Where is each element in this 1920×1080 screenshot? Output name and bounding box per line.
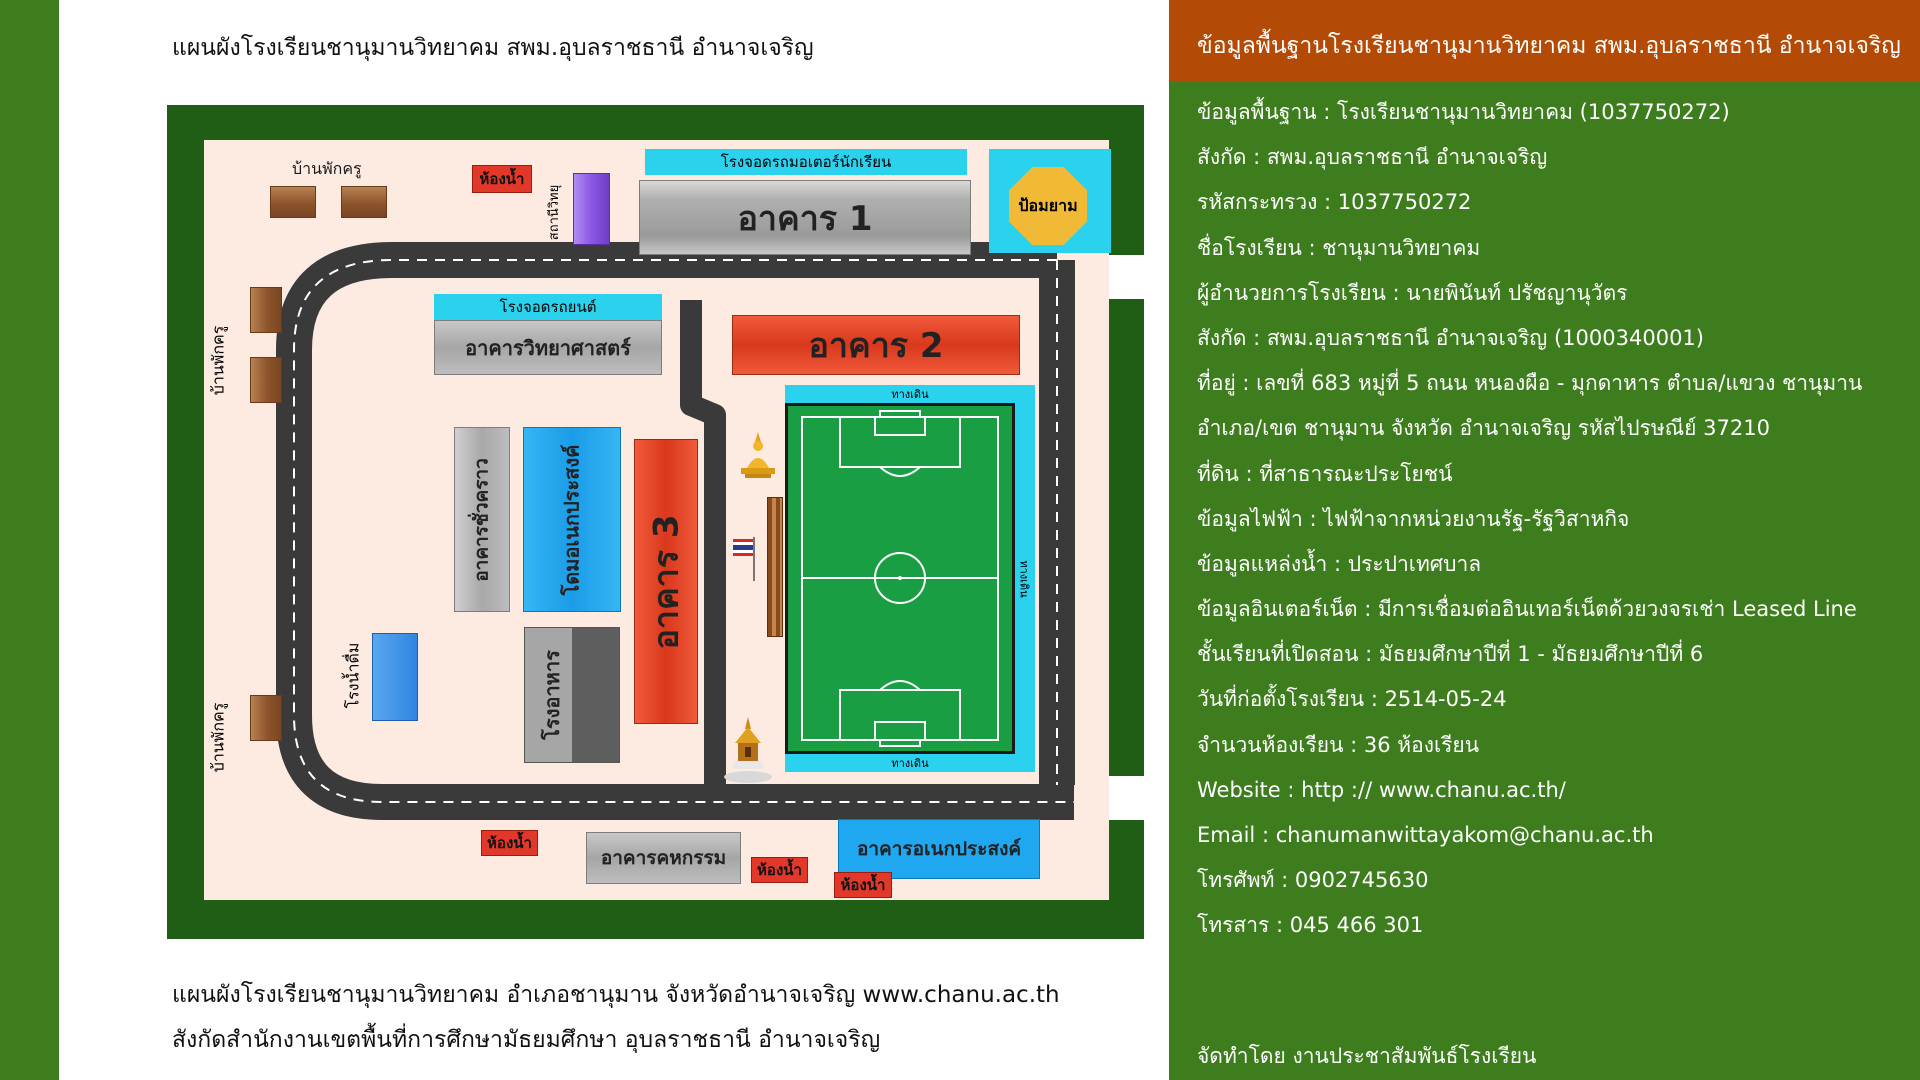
map-caption-line-1: แผนผังโรงเรียนชานุมานวิทยาคม อำเภอชานุมา… [172,982,1060,1008]
info-internet: ข้อมูลอินเตอร์เน็ต : มีการเชื่อมต่ออินเท… [1197,597,1857,622]
radio-station [573,173,610,245]
teacher-house [341,186,387,218]
guard-post: ป้อมยาม [1009,167,1087,245]
school-map: บ้านพักครู บ้านพักครู บ้านพักครู ห้องน้ำ… [167,105,1144,939]
info-classes: ชั้นเรียนที่เปิดสอน : มัธยมศึกษาปีที่ 1 … [1197,642,1704,667]
info-panel [1169,0,1920,1080]
map-title: แผนผังโรงเรียนชานุมานวิทยาคม สพม.อุบลราช… [172,35,814,61]
teacher-house-label-bottom-left: บ้านพักครู [208,702,228,772]
info-electricity: ข้อมูลไฟฟ้า : ไฟฟ้าจากหน่วยงานรัฐ-รัฐวิส… [1197,506,1630,531]
info-founded: วันที่ก่อตั้งโรงเรียน : 2514-05-24 [1197,687,1507,712]
restroom: ห้องน้ำ [751,857,808,883]
drinking-water-building [372,633,418,721]
teacher-house [270,186,316,218]
info-basic: ข้อมูลพื้นฐาน : โรงเรียนชานุมานวิทยาคม (… [1197,100,1730,124]
info-email[interactable]: Email : chanumanwittayakom@chanu.ac.th [1197,823,1654,847]
drinking-water-label: โรงน้ำดื่ม [343,642,363,708]
road-network [276,242,1075,820]
building-1: อาคาร 1 [639,180,971,255]
info-address-line-1: ที่อยู่ : เลขที่ 683 หมู่ที่ 5 ถนน หนองผ… [1197,371,1863,396]
teacher-house-label-top: บ้านพักครู [292,159,362,178]
info-land: ที่ดิน : ที่สาธารณะประโยชน์ [1197,461,1453,486]
teacher-house [250,357,282,403]
shrine-icon [724,717,772,783]
walkway-right: ทางเดิน [1015,385,1035,772]
walkway-bottom: ทางเดิน [785,754,1035,772]
info-affiliation: สังกัด : สพม.อุบลราชธานี อำนาจเจริญ [1197,145,1548,170]
science-building: อาคารวิทยาศาสตร์ [434,320,662,375]
info-address-line-2: อำเภอ/เขต ชานุมาน จังหวัด อำนาจเจริญ รหั… [1197,416,1770,441]
map-caption-line-2: สังกัดสำนักงานเขตพื้นที่การศึกษามัธยมศึก… [172,1027,881,1053]
restroom: ห้องน้ำ [834,872,892,898]
info-fax: โทรสาร : 045 466 301 [1197,913,1424,938]
multipurpose-dome: โดมอเนกประสงค์ [523,427,621,612]
canteen: โรงอาหาร [524,627,620,763]
info-panel-header: ข้อมูลพื้นฐานโรงเรียนชานุมานวิทยาคม สพม.… [1169,0,1920,82]
info-director: ผู้อำนวยการโรงเรียน : นายพินันท์ ปรัชญาน… [1197,280,1628,305]
buddha-statue-icon [741,432,775,478]
car-parking: โรงจอดรถยนต์ [434,294,662,320]
building-3: อาคาร 3 [634,439,698,724]
walkway-top: ทางเดิน [785,385,1035,403]
info-website[interactable]: Website : http :// www.chanu.ac.th/ [1197,777,1566,802]
info-water: ข้อมูลแหล่งน้ำ : ประปาเทศบาล [1197,551,1482,576]
info-affiliation-code: สังกัด : สพม.อุบลราชธานี อำนาจเจริญ (100… [1197,325,1704,350]
east-gate-top [1109,255,1144,299]
teacher-house [250,287,282,333]
football-field [785,403,1015,754]
activity-building: อาคารคหกรรม [586,832,741,884]
restroom: ห้องน้ำ [481,830,538,856]
radio-station-label: สถานีวิทยุ [547,184,563,240]
stage [767,497,783,637]
thai-flag-icon [733,537,755,581]
restroom: ห้องน้ำ [472,165,532,193]
temporary-building: อาคารชั่วคราว [454,427,510,612]
info-ministry-code: รหัสกระทรวง : 1037750272 [1197,190,1472,215]
credit-text: จัดทำโดย งานประชาสัมพันธ์โรงเรียน [1197,1044,1537,1068]
multipurpose-building: อาคารอเนกประสงค์ [838,819,1040,879]
left-side-strip [0,0,59,1080]
school-info-list: ข้อมูลพื้นฐาน : โรงเรียนชานุมานวิทยาคม (… [1197,92,1907,951]
info-classroom-count: จำนวนห้องเรียน : 36 ห้องเรียน [1197,732,1480,757]
student-moto-parking: โรงจอดรถมอเตอร์นักเรียน [645,149,967,175]
building-2: อาคาร 2 [732,315,1020,375]
east-gate-bottom [1109,776,1144,820]
teacher-house-label-left: บ้านพักครู [208,325,228,395]
teacher-house [250,695,282,741]
info-phone: โทรศัพท์ : 0902745630 [1197,868,1429,893]
info-school-name: ชื่อโรงเรียน : ชานุมานวิทยาคม [1197,235,1481,260]
